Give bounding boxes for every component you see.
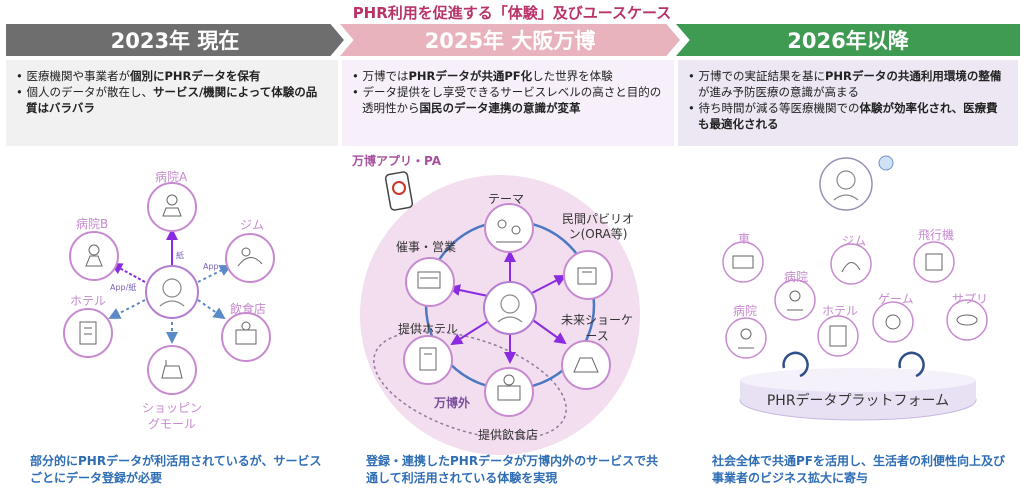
node-restaurant: 飲食店 [230, 302, 267, 316]
node-partner-restaurant: 提供飲食店 [478, 428, 539, 442]
node-partner-hotel: 提供ホテル [398, 322, 459, 336]
node-hospital: 病院 [784, 270, 809, 284]
node-private-pavilion: 民間パビリオン(ORA等) [562, 212, 635, 241]
outside-expo-label: 万博外 [434, 396, 471, 410]
node-events-sales: 催事・営業 [396, 240, 457, 254]
diagram-2025 [360, 171, 640, 455]
banner-2026: 2026年以降 [676, 24, 1020, 56]
node-hospital-a: 病院A [155, 170, 188, 184]
node-future-showcase: 未来ショーケース [560, 313, 633, 343]
description-2023: 医療機関や事業者が個別にPHRデータを保有 個人のデータが散在し、サービス/機関… [6, 60, 338, 146]
bullet: 待ち時間が減る等医療機関での体験が効率化され、医療費も最適化される [688, 100, 1008, 132]
expo-app-label: 万博アプリ・PA [352, 154, 441, 168]
banner-2023: 2023年 現在 [6, 24, 344, 56]
node-car: 車 [738, 232, 751, 246]
node-hospital-b: 病院B [76, 217, 109, 231]
node-supplement: サプリ [952, 292, 989, 306]
diagram-2023 [63, 182, 275, 395]
node-airplane: 飛行機 [918, 228, 955, 242]
edge-label-app: App [203, 262, 219, 271]
bullet: 個人のデータが散在し、サービス/機関によって体験の品質はバラバラ [16, 84, 328, 116]
edge-label-app-paper: App/紙 [110, 283, 137, 292]
node-gym: ジム [842, 234, 867, 248]
page-title: PHR利用を促進する「体験」及びユースケース [352, 4, 672, 22]
platform-label: PHRデータプラットフォーム [766, 393, 950, 409]
footer-2026: 社会全体で共通PFを活用し、生活者の利便性向上及び事業者のビジネス拡大に寄与 [712, 454, 1005, 485]
bullet: 万博ではPHRデータが共通PF化した世界を体験 [352, 68, 664, 84]
diagram-2026 [722, 155, 988, 421]
node-hotel: ホテル [822, 304, 859, 318]
footer-2025: 登録・連携したPHRデータが万博内外のサービスで共通して利活用されている体験を実… [366, 454, 659, 485]
bullet: データ提供をし享受できるサービスレベルの高さと目的の透明性から国民のデータ連携の… [352, 84, 664, 116]
bullet: 医療機関や事業者が個別にPHRデータを保有 [16, 68, 328, 84]
bullet: 万博での実証結果を基にPHRデータの共通利用環境の整備が進み予防医療の意識が高ま… [688, 68, 1008, 100]
node-hospital: 病院 [733, 304, 758, 318]
node-hotel: ホテル [70, 294, 107, 308]
node-theme: テーマ [488, 192, 525, 206]
footer-2023: 部分的にPHRデータが利活用されているが、サービスごとにデータ登録が必要 [30, 454, 322, 485]
edge-label-paper: 紙 [176, 251, 184, 260]
node-shopping-mall: ショッピングモール [141, 401, 202, 431]
description-2025: 万博ではPHRデータが共通PF化した世界を体験 データ提供をし享受できるサービス… [342, 60, 674, 146]
node-game: ゲーム [878, 292, 914, 306]
phone-icon [384, 171, 414, 211]
description-2026: 万博での実証結果を基にPHRデータの共通利用環境の整備が進み予防医療の意識が高ま… [678, 60, 1018, 146]
banner-2025: 2025年 大阪万博 [340, 24, 680, 56]
node-gym: ジム [240, 218, 265, 232]
